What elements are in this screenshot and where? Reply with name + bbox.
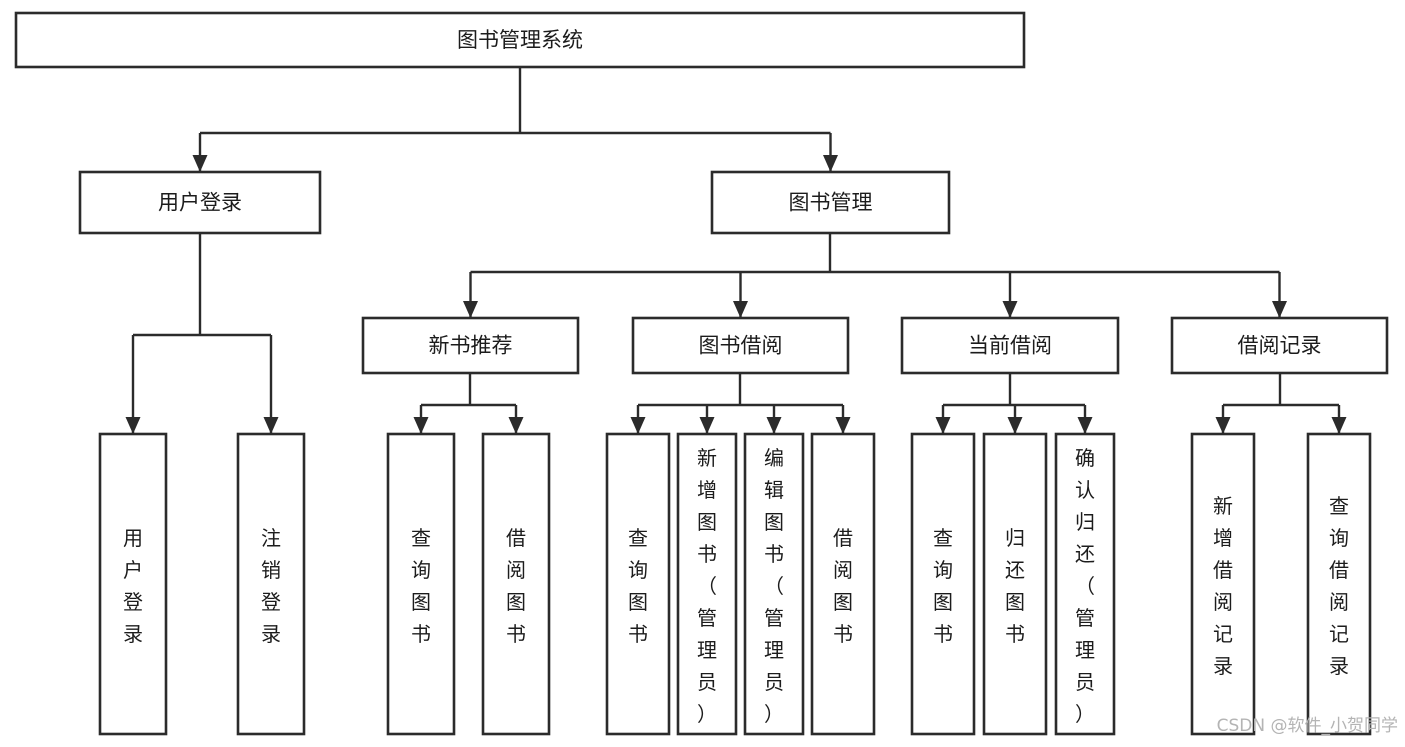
node-leaf-query-book-rec[interactable]: 查询图书 xyxy=(386,432,456,736)
node-layer: 图书管理系统用户登录图书管理新书推荐图书借阅当前借阅借阅记录用户登录注销登录查询… xyxy=(14,11,1389,736)
node-leaf-confirm-return[interactable]: 确认归还（管理员） xyxy=(1054,432,1116,736)
node-box-leaf-return-book[interactable] xyxy=(982,432,1048,736)
arrow-head-icon xyxy=(935,417,951,434)
node-box-leaf-logout[interactable] xyxy=(236,432,306,736)
node-box-leaf-query-book-cur[interactable] xyxy=(910,432,976,736)
connector-group-user-login xyxy=(125,233,279,434)
node-label-borrow-record: 借阅记录 xyxy=(1238,334,1322,358)
node-box-leaf-confirm-return[interactable] xyxy=(1054,432,1116,736)
arrow-head-icon xyxy=(630,417,646,434)
node-label-leaf-add-book: 新增图书（管理员） xyxy=(697,446,717,726)
arrow-head-icon xyxy=(463,301,478,318)
node-label-leaf-user-login: 用户登录 xyxy=(123,526,143,646)
arrow-head-icon xyxy=(263,417,279,434)
connector-group-borrow-record xyxy=(1215,373,1347,434)
node-borrow-record[interactable]: 借阅记录 xyxy=(1170,316,1389,375)
node-box-current-borrow[interactable] xyxy=(900,316,1120,375)
node-label-leaf-query-book-cur: 查询图书 xyxy=(933,526,953,646)
arrow-head-icon xyxy=(192,155,208,172)
node-label-leaf-query-book-borrow: 查询图书 xyxy=(628,526,648,646)
node-box-book-borrow[interactable] xyxy=(631,316,850,375)
node-label-leaf-return-book: 归还图书 xyxy=(1005,526,1025,646)
arrow-head-icon xyxy=(413,417,429,434)
node-leaf-borrow-book[interactable]: 借阅图书 xyxy=(810,432,876,736)
connector-layer xyxy=(125,67,1347,434)
arrow-head-icon xyxy=(1007,417,1023,434)
arrow-head-icon xyxy=(733,301,748,318)
node-label-leaf-query-book-rec: 查询图书 xyxy=(411,526,431,646)
arrow-head-icon xyxy=(1331,417,1347,434)
node-leaf-user-login[interactable]: 用户登录 xyxy=(98,432,168,736)
arrow-head-icon xyxy=(1215,417,1231,434)
node-box-borrow-record[interactable] xyxy=(1170,316,1389,375)
arrow-head-icon xyxy=(1272,301,1287,318)
node-leaf-add-book[interactable]: 新增图书（管理员） xyxy=(676,432,738,736)
node-label-current-borrow: 当前借阅 xyxy=(968,334,1052,358)
csdn-watermark: CSDN @软件_小贺同学 xyxy=(1217,716,1398,736)
connector-group-book-manage xyxy=(463,233,1287,318)
node-leaf-logout[interactable]: 注销登录 xyxy=(236,432,306,736)
node-box-leaf-add-record[interactable] xyxy=(1190,432,1256,736)
arrow-head-icon xyxy=(1002,301,1018,318)
arrow-head-icon xyxy=(508,417,524,434)
node-box-leaf-edit-book[interactable] xyxy=(743,432,805,736)
node-label-book-manage: 图书管理 xyxy=(789,191,873,215)
node-box-leaf-borrow-book[interactable] xyxy=(810,432,876,736)
node-user-login[interactable]: 用户登录 xyxy=(78,170,322,235)
node-box-new-book-rec[interactable] xyxy=(361,316,580,375)
node-box-leaf-add-book[interactable] xyxy=(676,432,738,736)
node-label-new-book-rec: 新书推荐 xyxy=(429,334,513,358)
node-label-leaf-edit-book: 编辑图书（管理员） xyxy=(764,446,784,726)
node-label-leaf-add-record: 新增借阅记录 xyxy=(1213,494,1233,678)
connector-group-current-borrow xyxy=(935,373,1093,434)
node-label-user-login: 用户登录 xyxy=(158,191,242,215)
node-label-leaf-borrow-book-rec: 借阅图书 xyxy=(506,526,526,646)
node-box-leaf-borrow-book-rec[interactable] xyxy=(481,432,551,736)
node-leaf-query-record[interactable]: 查询借阅记录 xyxy=(1306,432,1372,736)
node-box-leaf-user-login[interactable] xyxy=(98,432,168,736)
arrow-head-icon xyxy=(823,155,838,172)
arrow-head-icon xyxy=(766,417,782,434)
arrow-head-icon xyxy=(835,417,851,434)
node-leaf-query-book-cur[interactable]: 查询图书 xyxy=(910,432,976,736)
node-box-leaf-query-book-borrow[interactable] xyxy=(605,432,671,736)
node-label-leaf-borrow-book: 借阅图书 xyxy=(833,526,853,646)
node-box-root[interactable] xyxy=(14,11,1026,69)
node-leaf-edit-book[interactable]: 编辑图书（管理员） xyxy=(743,432,805,736)
node-root[interactable]: 图书管理系统 xyxy=(14,11,1026,69)
node-leaf-return-book[interactable]: 归还图书 xyxy=(982,432,1048,736)
connector-group-new-book-rec xyxy=(413,373,524,434)
node-box-user-login[interactable] xyxy=(78,170,322,235)
node-current-borrow[interactable]: 当前借阅 xyxy=(900,316,1120,375)
connector-group-root xyxy=(192,67,838,172)
node-label-leaf-logout: 注销登录 xyxy=(261,526,281,646)
arrow-head-icon xyxy=(1077,417,1093,434)
node-leaf-add-record[interactable]: 新增借阅记录 xyxy=(1190,432,1256,736)
node-book-borrow[interactable]: 图书借阅 xyxy=(631,316,850,375)
node-label-leaf-confirm-return: 确认归还（管理员） xyxy=(1075,446,1095,726)
connector-group-book-borrow xyxy=(630,373,851,434)
arrow-head-icon xyxy=(125,417,141,434)
node-label-root: 图书管理系统 xyxy=(457,28,583,52)
arrow-head-icon xyxy=(699,417,715,434)
node-box-leaf-query-book-rec[interactable] xyxy=(386,432,456,736)
node-book-manage[interactable]: 图书管理 xyxy=(710,170,951,235)
node-new-book-rec[interactable]: 新书推荐 xyxy=(361,316,580,375)
node-leaf-query-book-borrow[interactable]: 查询图书 xyxy=(605,432,671,736)
node-box-leaf-query-record[interactable] xyxy=(1306,432,1372,736)
node-leaf-borrow-book-rec[interactable]: 借阅图书 xyxy=(481,432,551,736)
node-label-leaf-query-record: 查询借阅记录 xyxy=(1329,494,1349,678)
node-label-book-borrow: 图书借阅 xyxy=(699,334,783,358)
node-box-book-manage[interactable] xyxy=(710,170,951,235)
